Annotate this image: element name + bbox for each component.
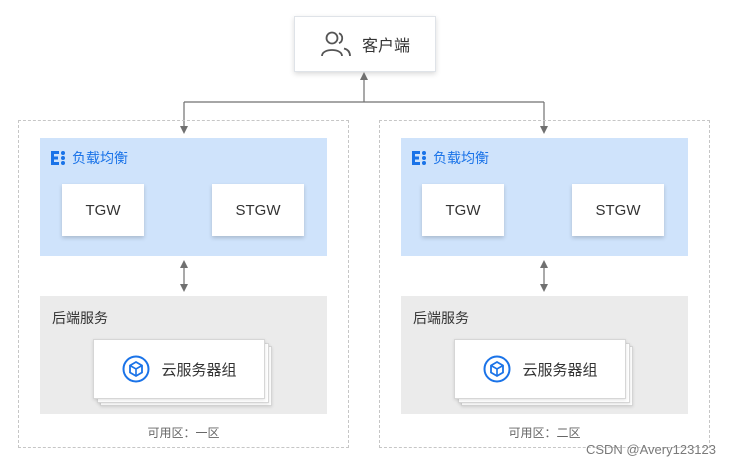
server-group-card: 云服务器组 bbox=[454, 339, 626, 399]
stgw-node: STGW bbox=[212, 184, 304, 236]
stgw-node: STGW bbox=[572, 184, 664, 236]
tgw-node: TGW bbox=[62, 184, 144, 236]
backend-title: 后端服务 bbox=[52, 310, 108, 326]
tgw-label: TGW bbox=[85, 201, 121, 219]
load-balancer-title: 负载均衡 bbox=[50, 148, 128, 168]
zone-label: 可用区：一区 bbox=[147, 426, 220, 440]
client-node: 客户端 bbox=[294, 16, 436, 72]
availability-zone-2 bbox=[379, 120, 710, 448]
availability-zone-1 bbox=[18, 120, 349, 448]
server-group-label: 云服务器组 bbox=[522, 361, 598, 379]
client-label: 客户端 bbox=[361, 38, 410, 55]
stgw-label: STGW bbox=[595, 201, 641, 219]
server-group-label: 云服务器组 bbox=[161, 361, 237, 379]
tgw-label: TGW bbox=[445, 201, 481, 219]
load-balancer-icon bbox=[50, 150, 66, 166]
backend-title: 后端服务 bbox=[413, 310, 469, 326]
tgw-node: TGW bbox=[422, 184, 504, 236]
load-balancer-title: 负载均衡 bbox=[411, 148, 489, 168]
load-balancer-icon bbox=[411, 150, 427, 166]
cvm-icon bbox=[121, 354, 151, 384]
load-balancer-title-text: 负载均衡 bbox=[72, 150, 128, 166]
load-balancer-title-text: 负载均衡 bbox=[433, 150, 489, 166]
stgw-label: STGW bbox=[235, 201, 281, 219]
zone-label: 可用区：二区 bbox=[508, 426, 581, 440]
cvm-icon bbox=[482, 354, 512, 384]
server-group-card: 云服务器组 bbox=[93, 339, 265, 399]
users-icon bbox=[320, 30, 352, 58]
watermark-text: CSDN @Avery123123 bbox=[585, 442, 716, 457]
